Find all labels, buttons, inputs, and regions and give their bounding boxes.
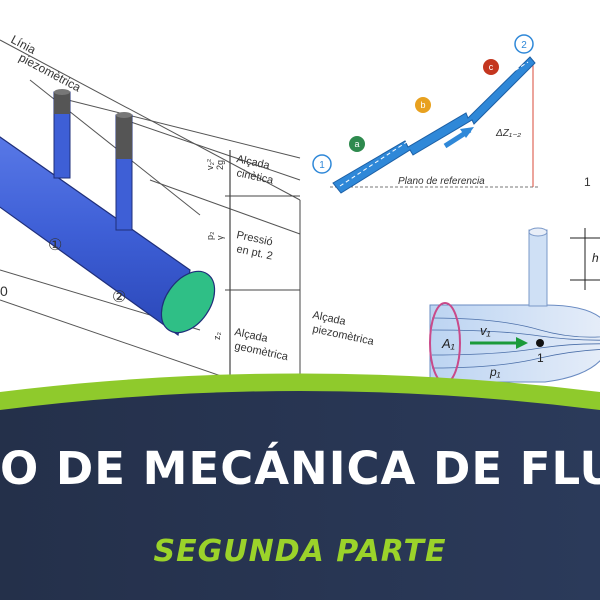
g-term: 2g <box>215 160 225 170</box>
corner-label: 1 <box>584 175 591 189</box>
course-title: O DE MECÁNICA DE FLU <box>0 442 600 495</box>
v2-term: v₂² <box>205 159 215 170</box>
point-label: 1 <box>537 351 544 365</box>
pipe-outlet <box>160 270 216 334</box>
node-2-label: 2 <box>521 40 527 51</box>
course-subtitle: SEGUNDA PARTE <box>153 534 447 569</box>
guide-line-1 <box>59 97 301 159</box>
point-2-label: ② <box>112 289 126 306</box>
pitot-tube <box>528 229 548 307</box>
node-1 <box>312 154 332 174</box>
flow-pipe-diagram: 1 h A₁ v₁ 1 p₁ <box>429 175 600 384</box>
bernoulli-pipe-diagram: Línia piezomètrica ① ② 0 v₂² 2g p₂ γ z₂ … <box>0 32 376 411</box>
point-1-label: ① <box>48 237 62 254</box>
area-label: A₁ <box>441 336 455 351</box>
point-0-label: 0 <box>0 283 8 299</box>
svg-text:c: c <box>489 62 494 72</box>
point-1 <box>536 339 544 347</box>
piezometric-label-line2: piezomètrica <box>17 50 84 94</box>
inclined-pipe-diagram: 1 2 a b c ΔZ₁₋₂ Plano de referencia <box>312 34 540 194</box>
height-label: h <box>592 251 599 265</box>
dot-a <box>349 136 365 152</box>
banner-background <box>0 391 600 600</box>
reference-plane-label: Plano de referencia <box>398 176 485 187</box>
pressure-label: p₁ <box>489 365 501 379</box>
node-2 <box>514 34 534 54</box>
guide-line-2 <box>124 119 301 181</box>
node-1-label: 1 <box>319 160 325 171</box>
dot-b <box>415 97 431 113</box>
dot-c <box>483 59 499 75</box>
alcada-cinetica-2: cinètica <box>235 167 275 187</box>
delta-z-label: ΔZ₁₋₂ <box>495 128 521 139</box>
velocity-label: v₁ <box>480 323 491 338</box>
gamma-term: γ <box>215 235 225 240</box>
svg-text:b: b <box>420 100 425 110</box>
pipe-body <box>0 136 191 337</box>
z-term: z₂ <box>212 332 222 341</box>
guide-line-3 <box>149 179 301 235</box>
svg-text:a: a <box>354 139 359 149</box>
inclined-pipe <box>332 56 536 194</box>
p-term: p₂ <box>205 231 215 240</box>
